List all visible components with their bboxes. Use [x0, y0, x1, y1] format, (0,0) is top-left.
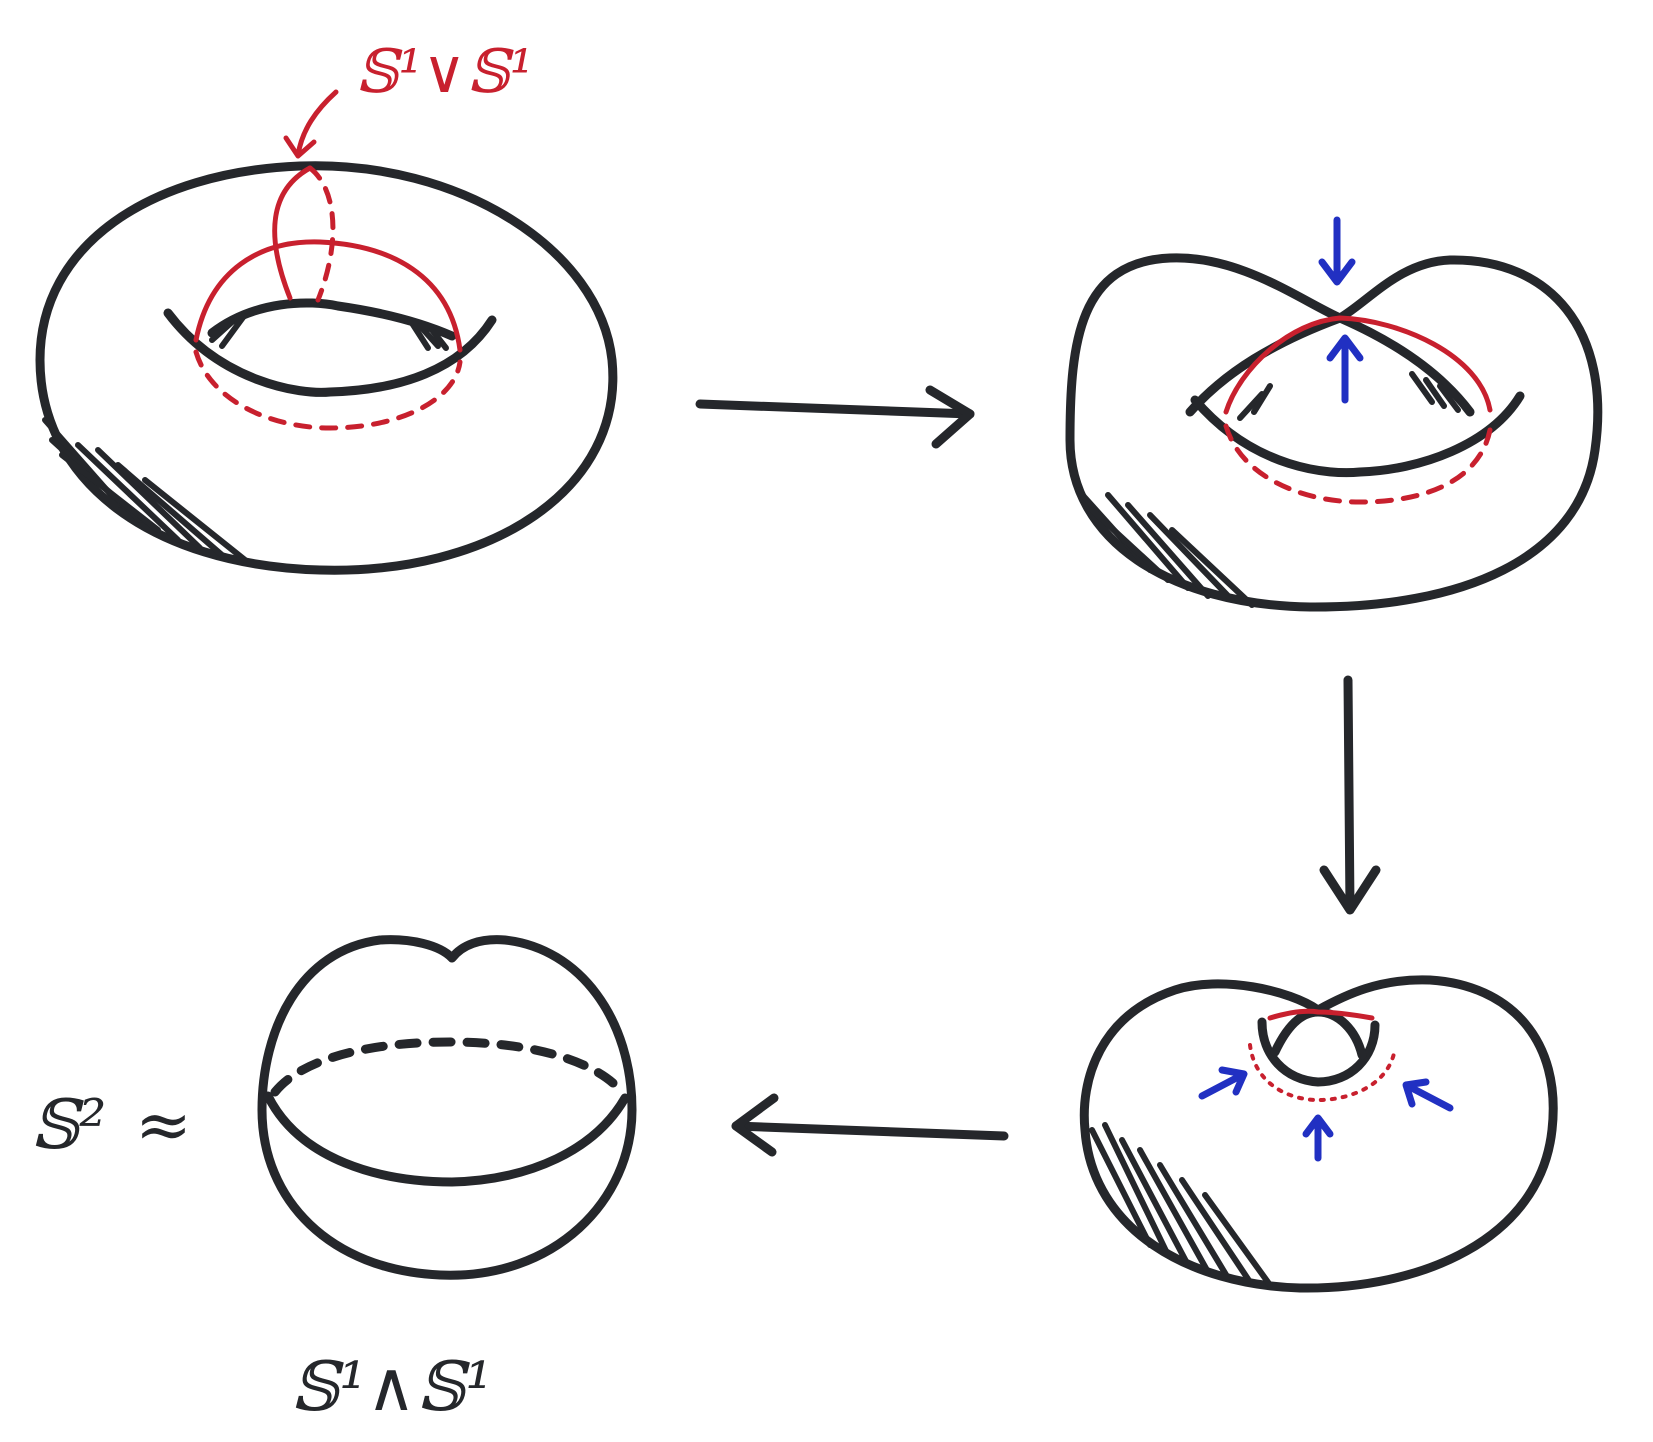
- smash-label: 𝕊¹∧𝕊¹: [290, 1348, 493, 1427]
- collapsing-torus-red-top: [1267, 1008, 1375, 1021]
- sphere-outline: [257, 935, 637, 1280]
- collapse-arrow-left: [1198, 1071, 1246, 1100]
- arrow-torus-to-pinched: [695, 385, 975, 449]
- pinched-torus-outer-hatching: [1075, 487, 1255, 608]
- collapse-arrow-right: [1404, 1082, 1454, 1112]
- collapsing-torus-hole-outer: [1257, 1017, 1380, 1087]
- collapse-arrow-bottom-head: [1302, 1114, 1334, 1138]
- pinched-torus-red-circle: [1223, 315, 1493, 415]
- torus-inner-hatching: [209, 313, 449, 351]
- pinched-torus-red-hidden: [1223, 423, 1493, 505]
- arrow-pinched-to-collapsing: [1319, 675, 1381, 915]
- torus-hole-bottom: [163, 308, 497, 397]
- pinched-torus-outline: [1065, 253, 1603, 612]
- sphere: 𝕊¹∧𝕊¹: [257, 935, 637, 1427]
- pinched-torus-inner-hatching: [1237, 371, 1461, 421]
- pinched-torus-hole-bottom: [1190, 391, 1525, 478]
- collapse-arrow-right-head: [1402, 1078, 1430, 1108]
- torus-longitude-circle: [193, 239, 463, 353]
- pinched-torus-hole-left: [1185, 313, 1345, 417]
- arrow-collapsing-to-sphere: [731, 1093, 1009, 1157]
- wedge-pointer-arrowhead: [283, 135, 317, 159]
- collapsing-torus-outer-hatching: [1089, 1122, 1273, 1288]
- sphere-equator-front: [263, 1091, 630, 1187]
- pinch-arrow-up-head: [1326, 334, 1364, 362]
- torus: 𝕊¹∨𝕊¹: [35, 37, 618, 575]
- torus-outer-hatching: [42, 417, 248, 563]
- wedge-pointer-arrow: [295, 89, 339, 158]
- collapsing-torus-outline: [1079, 975, 1558, 1293]
- homeomorphism-symbol: ≈: [135, 1086, 192, 1165]
- sphere-label: 𝕊²: [30, 1086, 106, 1165]
- pinch-arrow-down-head: [1318, 258, 1356, 286]
- sphere-equivalence: 𝕊² ≈: [30, 1086, 192, 1165]
- collapsing-torus-red-hidden: [1248, 1043, 1397, 1103]
- collapsing-torus: [1079, 975, 1558, 1293]
- pinched-torus-hole-right: [1335, 313, 1475, 417]
- torus-meridian-hidden: [307, 165, 336, 303]
- sphere-equator-back: [270, 1037, 627, 1097]
- pinched-torus: [1065, 216, 1603, 612]
- collapsing-torus-hole-inner: [1270, 1007, 1367, 1060]
- torus-meridian-circle: [272, 165, 313, 301]
- collapse-arrows: [1198, 1066, 1454, 1162]
- torus-outline: [35, 161, 618, 575]
- torus-longitude-hidden: [193, 349, 463, 431]
- pinch-arrows: [1318, 216, 1364, 404]
- collapse-arrow-left-head: [1218, 1066, 1248, 1096]
- wedge-label: 𝕊¹∨𝕊¹: [355, 37, 534, 107]
